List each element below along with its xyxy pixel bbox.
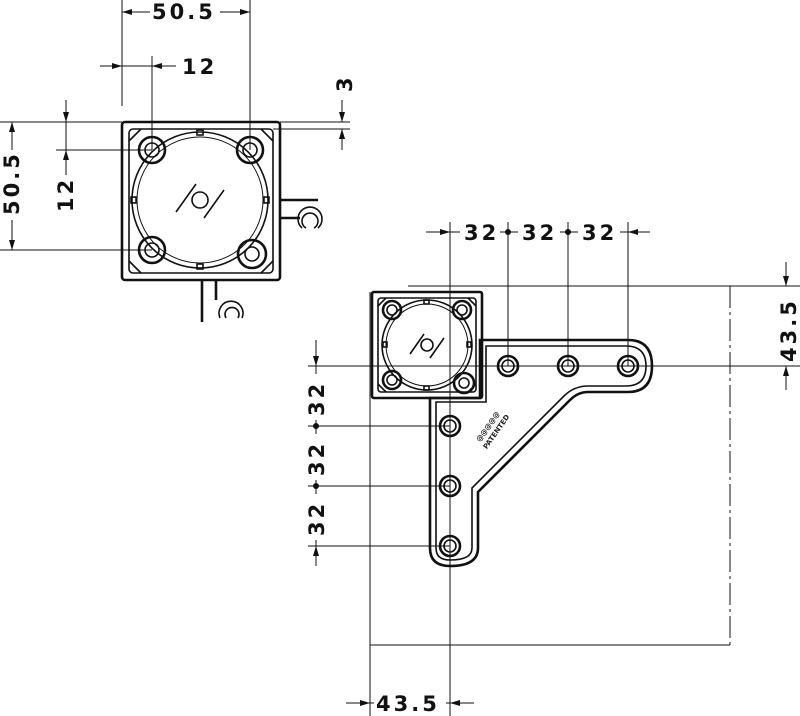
top-hole-offset-y-dim: 12 [54,177,78,212]
plate-v-spacing-3: 32 [305,501,329,536]
top-view-inner-square [128,128,274,274]
top-view-center-bolt [191,191,209,209]
plate-v-spacing-2: 32 [305,441,329,476]
top-view-disc [131,131,269,269]
corner-plate [428,338,654,568]
plate-leg-hole-tr [451,299,473,321]
plate-bottom-edge-dim: 43.5 [376,692,440,716]
plate-h-spacing-2: 32 [522,221,557,245]
top-hole-offset-x-dim: 12 [182,55,217,79]
plate-leg-hole-tl [381,299,403,321]
top-view-hole-br [236,238,268,270]
top-inset-dim: 3 [333,74,357,92]
plate-v-spacing-1: 32 [305,381,329,416]
plate-leg-outer-square [370,290,484,400]
plate-leg-hole-br [452,371,476,395]
plate-leg-hole-bl [381,369,403,391]
top-width-dim: 50.5 [152,0,216,24]
plate-right-edge-dim: 43.5 [777,298,800,362]
plate-h-spacing-1: 32 [464,221,499,245]
top-height-dim: 50.5 [0,151,24,215]
plate-view: @@@@@ PATENTED 32 32 32 32 [304,220,800,716]
plate-h-spacing-3: 32 [582,221,617,245]
top-view: 50.5 12 3 50.5 12 [0,0,357,322]
plate-leg-center-bolt [420,338,434,352]
